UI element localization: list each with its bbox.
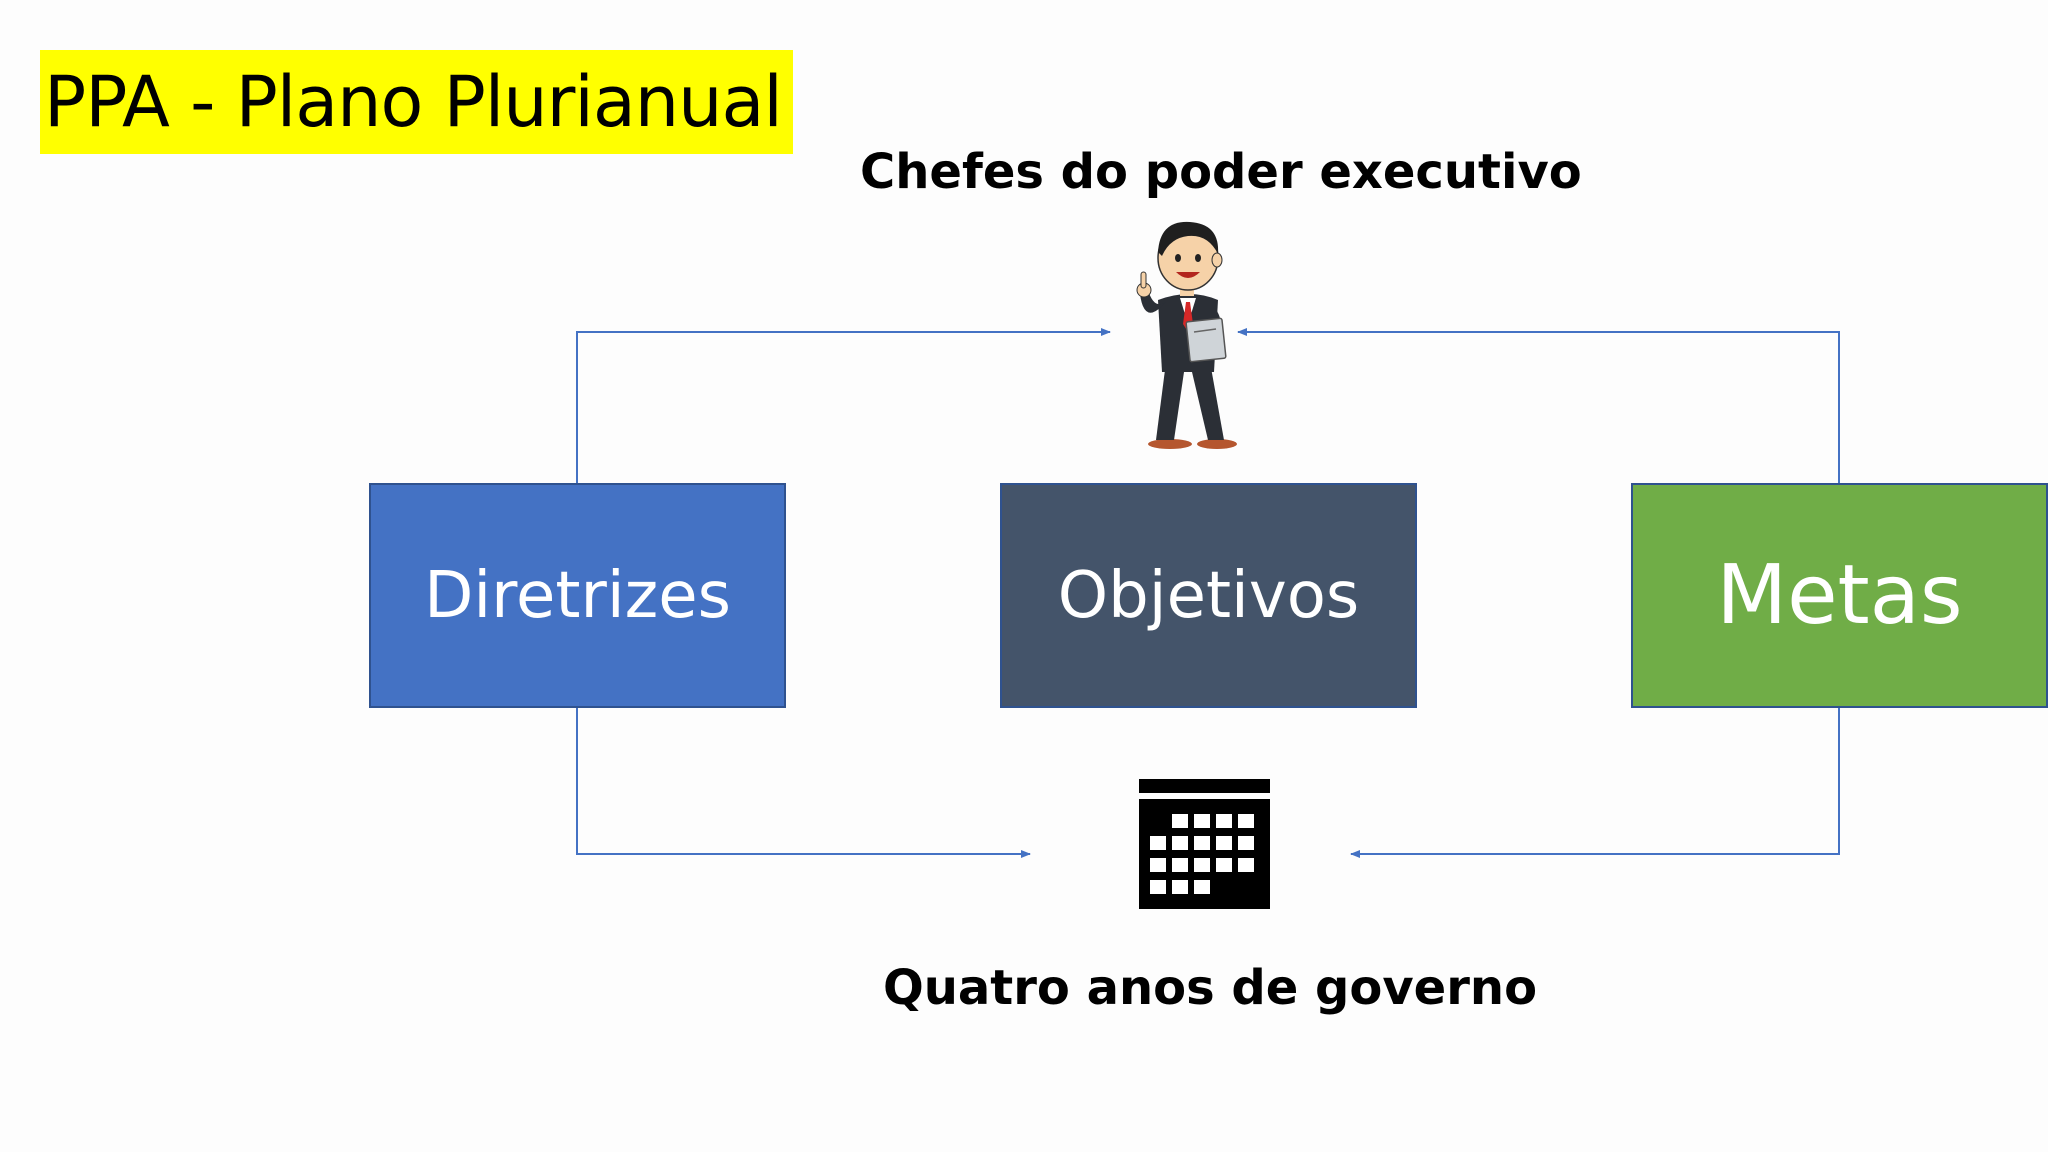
top-caption: Chefes do poder executivo [860,144,1582,200]
objetivos-box: Objetivos [1000,483,1417,708]
arrow-metas-to-executive [1237,328,1840,483]
businessman-icon [1136,221,1237,449]
objetivos-label: Objetivos [1057,558,1360,633]
metas-label: Metas [1716,548,1963,643]
diretrizes-box: Diretrizes [369,483,786,708]
arrow-diretrizes-to-calendar [576,708,1031,858]
title-highlight: PPA - Plano Plurianual [40,50,793,154]
page-title: PPA - Plano Plurianual [44,61,783,143]
bottom-caption: Quatro anos de governo [882,960,1538,1016]
metas-box: Metas [1631,483,2048,708]
arrow-metas-to-calendar [1350,708,1840,858]
arrow-diretrizes-to-executive [576,328,1111,483]
calendar-icon [1139,779,1270,909]
diretrizes-label: Diretrizes [424,558,731,633]
